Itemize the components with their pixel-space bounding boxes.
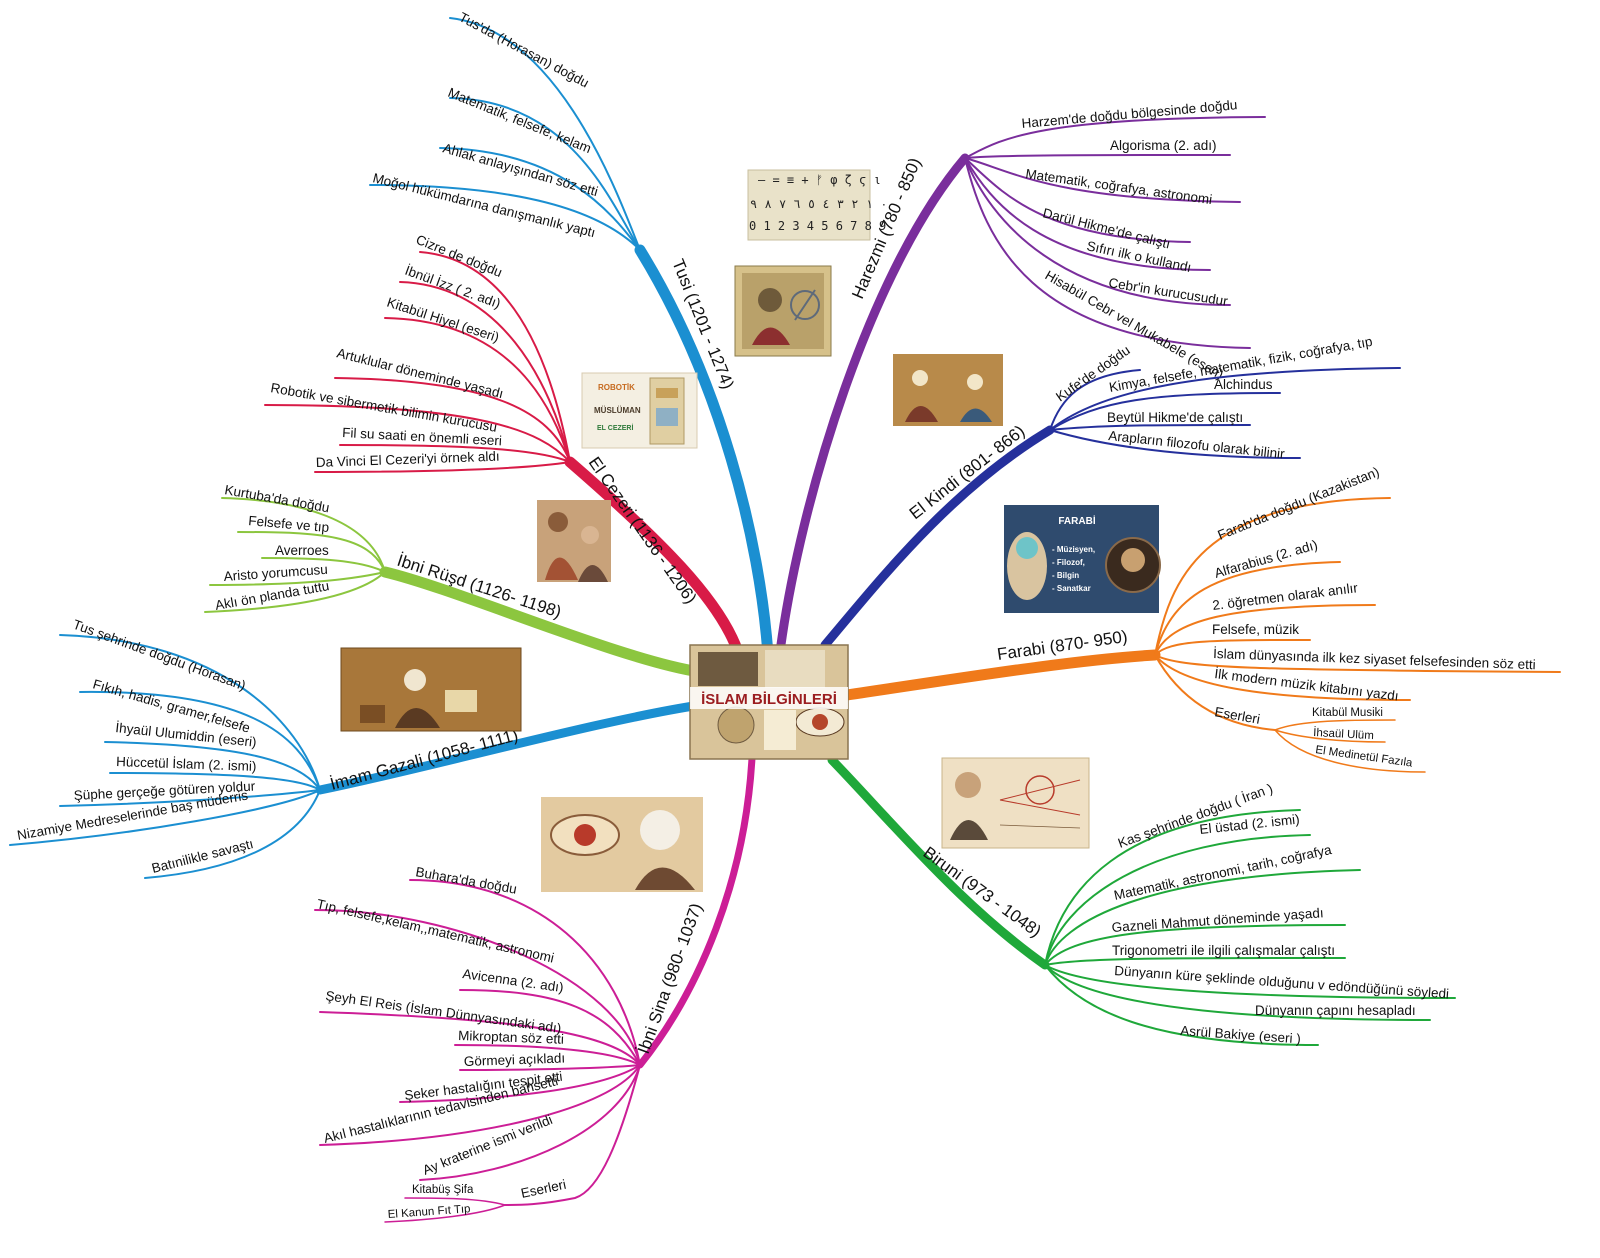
branch-cezeri: [264, 251, 744, 658]
kindi-painting-image: [893, 354, 1003, 426]
leaf-farabi-1: Alfarabius (2. adı): [1213, 537, 1320, 581]
center-title: İSLAM BİLGİNLERİ: [701, 691, 837, 708]
branch-title-biruni: Biruni (973 - 1048): [920, 843, 1045, 941]
leaf-kindi-4: Arapların filozofu olarak bilinir: [1108, 428, 1286, 461]
sina-work-1: El Kanun Fıt Tıp: [387, 1203, 471, 1221]
cezeri-poster-line2: MÜSLÜMAN: [594, 406, 641, 415]
leaf-farabi-3: Felsefe, müzik: [1212, 622, 1299, 637]
branch-farabi: [834, 497, 1561, 773]
leaf-sina-3: Şeyh El Reis (İslam Dünnyasındaki adı): [325, 988, 563, 1036]
numerals-arabic: ٠ ١ ٢ ٣ ٤ ٥ ٦ ٧ ٨ ٩: [750, 197, 887, 211]
tusi-stamp-image: [734, 265, 832, 357]
farabi-card-image: FARABİ - Müzisyen, - Filozof, - Bilgin -…: [1004, 505, 1161, 613]
sina-work-0: Kitabüş Şifa: [412, 1184, 474, 1196]
leaf-gazali-3: Hüccetül İslam (2. ismi): [116, 754, 257, 774]
numerals-latin: 0 1 2 3 4 5 6 7 8 9: [749, 219, 886, 233]
leaf-harezmi-0: Harzem'de doğdu bölgesinde doğdu: [1021, 97, 1238, 131]
leaf-biruni-3: Gazneli Mahmut döneminde yaşadı: [1111, 905, 1324, 935]
leaf-rusd-3: Aristo yorumcusu: [223, 562, 328, 584]
farabi-card-line1: - Müzisyen,: [1052, 545, 1095, 554]
branch-gazali: [9, 634, 705, 879]
branch-sina: [314, 754, 756, 1223]
biruni-image: [941, 757, 1090, 849]
leaf-cezeri-3: Artuklular döneminde yaşadı: [335, 345, 505, 401]
leaf-harezmi-2: Matematik, coğrafya, astronomi: [1025, 166, 1214, 207]
leaf-rusd-2: Averroes: [275, 543, 329, 558]
branch-kindi: [820, 367, 1401, 650]
farabi-card-line4: - Sanatkar: [1052, 584, 1091, 593]
cezeri-poster-line3: EL CEZERİ: [597, 424, 633, 432]
branch-harezmi: [775, 116, 1266, 657]
cezeri-poster-line1: ROBOTİK: [598, 383, 635, 392]
farabi-card-title: FARABİ: [1058, 514, 1095, 527]
leaf-sina-5: Görmeyi açıkladı: [464, 1050, 566, 1069]
leaf-cezeri-6: Da Vinci El Cezeri'yi örnek aldı: [316, 449, 500, 470]
leaf-rusd-1: Felsefe ve tıp: [248, 513, 330, 535]
farabi-work-0: Kitabül Musiki: [1312, 707, 1383, 719]
leaf-harezmi-1: Algorisma (2. adı): [1110, 138, 1217, 153]
center-node[interactable]: İSLAM BİLGİNLERİ: [689, 644, 849, 760]
branch-title-gazali: İmam Gazali (1058- 1111): [328, 725, 520, 793]
svg-text:— = ≡ + ᚠ φ ζ ϛ ι: — = ≡ + ᚠ φ ζ ϛ ι: [758, 173, 881, 187]
cezeri-poster-image: ROBOTİK MÜSLÜMAN EL CEZERİ: [581, 372, 698, 449]
leaf-kindi-2: Alchindus: [1214, 377, 1273, 392]
farabi-card-line3: - Bilgin: [1052, 571, 1079, 580]
farabi-work-1: İhsaül Ulüm: [1313, 726, 1374, 742]
leaf-biruni-4: Trigonometri ile ilgili çalışmalar çalış…: [1112, 943, 1335, 958]
leaf-biruni-6: Dünyanın çapını hesapladı: [1255, 1003, 1416, 1018]
leaf-farabi-5: İlk modern müzik kitabını yazdı: [1214, 666, 1400, 703]
branch-rusd: [204, 497, 706, 678]
sina-eye-image: [541, 797, 703, 892]
leaf-harezmi-5: Cebr'in kurucusudur: [1108, 275, 1230, 309]
leaf-tusi-0: Tus'da (Horasan) doğdu: [457, 9, 592, 90]
farabi-card-line2: - Filozof,: [1052, 558, 1085, 567]
gazali-painting-image: [340, 647, 522, 732]
leaf-rusd-0: Kurtuba'da doğdu: [223, 482, 330, 515]
rusd-painting-image: [537, 500, 611, 582]
leaf-sina-0: Buhara'da doğdu: [414, 864, 517, 897]
leaf-tusi-1: Matematik, felsefe, kelam: [446, 85, 594, 156]
farabi-work-2: El Medinetül Fazıla: [1315, 744, 1414, 770]
branch-tusi: [369, 17, 774, 661]
leaf-sina-1: Tıp, felsefe,kelam,,matematik, astronomi: [315, 896, 555, 965]
leaf-farabi-0: Farab'da doğdu (Kazakistan): [1216, 464, 1382, 543]
leaf-sina-4: Mikroptan söz etti: [458, 1028, 564, 1047]
leaf-sina-8: Ay kraterine ismi verildi: [421, 1112, 555, 1178]
branch-biruni: [827, 755, 1456, 1046]
leaf-kindi-3: Beytül Hikme'de çalıştı: [1107, 410, 1243, 425]
numerals-image: — = ≡ + ᚠ φ ζ ϛ ι ٠ ١ ٢ ٣ ٤ ٥ ٦ ٧ ٨ ٩ 0 …: [747, 169, 887, 241]
sina-works-label: Eserleri: [520, 1177, 568, 1201]
